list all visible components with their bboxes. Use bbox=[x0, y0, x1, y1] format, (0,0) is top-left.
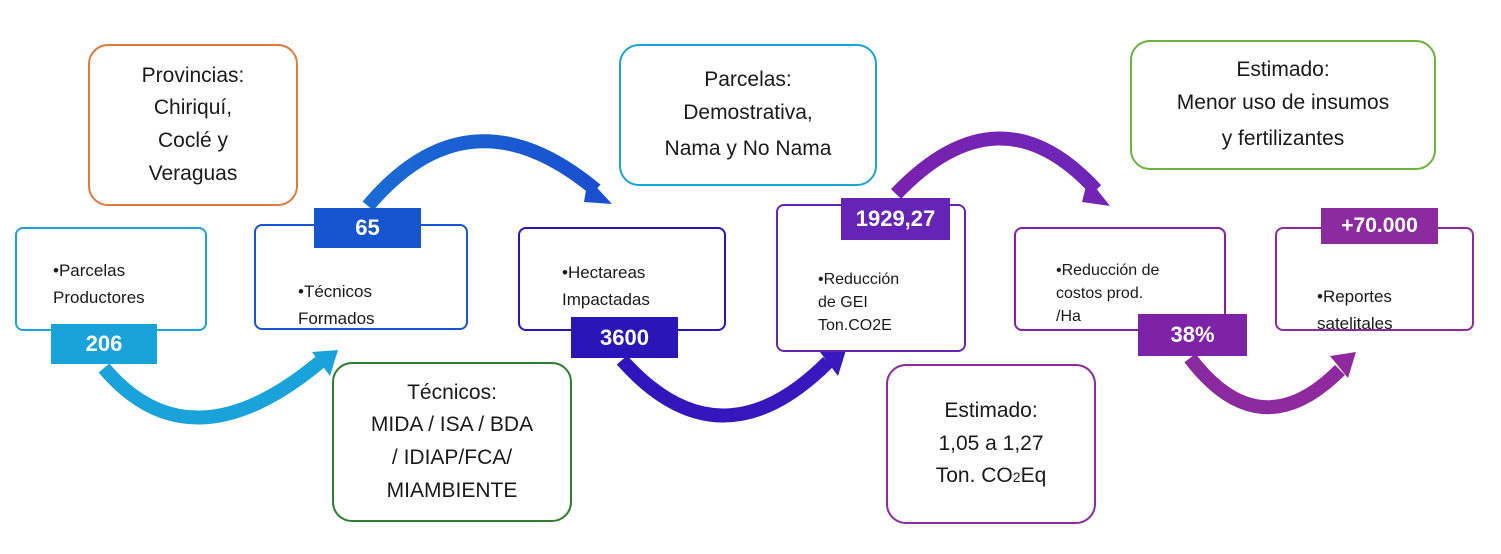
arrow-3-head bbox=[820, 350, 846, 376]
badge-1929-27: 1929,27 bbox=[841, 198, 950, 240]
step-hectareas-impactadas: •Hectareas Impactadas bbox=[518, 227, 726, 331]
arrow-2 bbox=[362, 134, 601, 211]
arrow-5-head bbox=[1330, 352, 1356, 378]
step-reduccion-costos: •Reducción de costos prod. /Ha bbox=[1014, 227, 1226, 331]
badge-3600: 3600 bbox=[571, 317, 678, 358]
arrow-4-head bbox=[1082, 178, 1110, 206]
arrow-1-head bbox=[312, 350, 338, 376]
badge-70000: +70.000 bbox=[1321, 208, 1438, 244]
note-parcelas: Parcelas: Demostrativa, Nama y No Nama bbox=[619, 44, 877, 186]
arrow-2-head bbox=[584, 178, 612, 204]
arrow-5 bbox=[1184, 353, 1345, 415]
note-estimado-gei: Estimado: 1,05 a 1,27 Ton. CO2Eq bbox=[886, 364, 1096, 524]
arrow-1 bbox=[98, 356, 325, 425]
arrow-4 bbox=[890, 131, 1102, 199]
badge-65: 65 bbox=[314, 208, 421, 248]
note-provincias: Provincias: Chiriquí, Coclé y Veraguas bbox=[88, 44, 298, 206]
step-parcelas-productores: •Parcelas Productores bbox=[15, 227, 207, 331]
badge-206: 206 bbox=[51, 324, 157, 364]
arrow-3 bbox=[616, 355, 833, 423]
badge-38: 38% bbox=[1138, 314, 1247, 356]
note-tecnicos: Técnicos: MIDA / ISA / BDA / IDIAP/FCA/ … bbox=[332, 362, 572, 522]
note-estimado-insumos: Estimado: Menor uso de insumos y fertili… bbox=[1130, 40, 1436, 170]
